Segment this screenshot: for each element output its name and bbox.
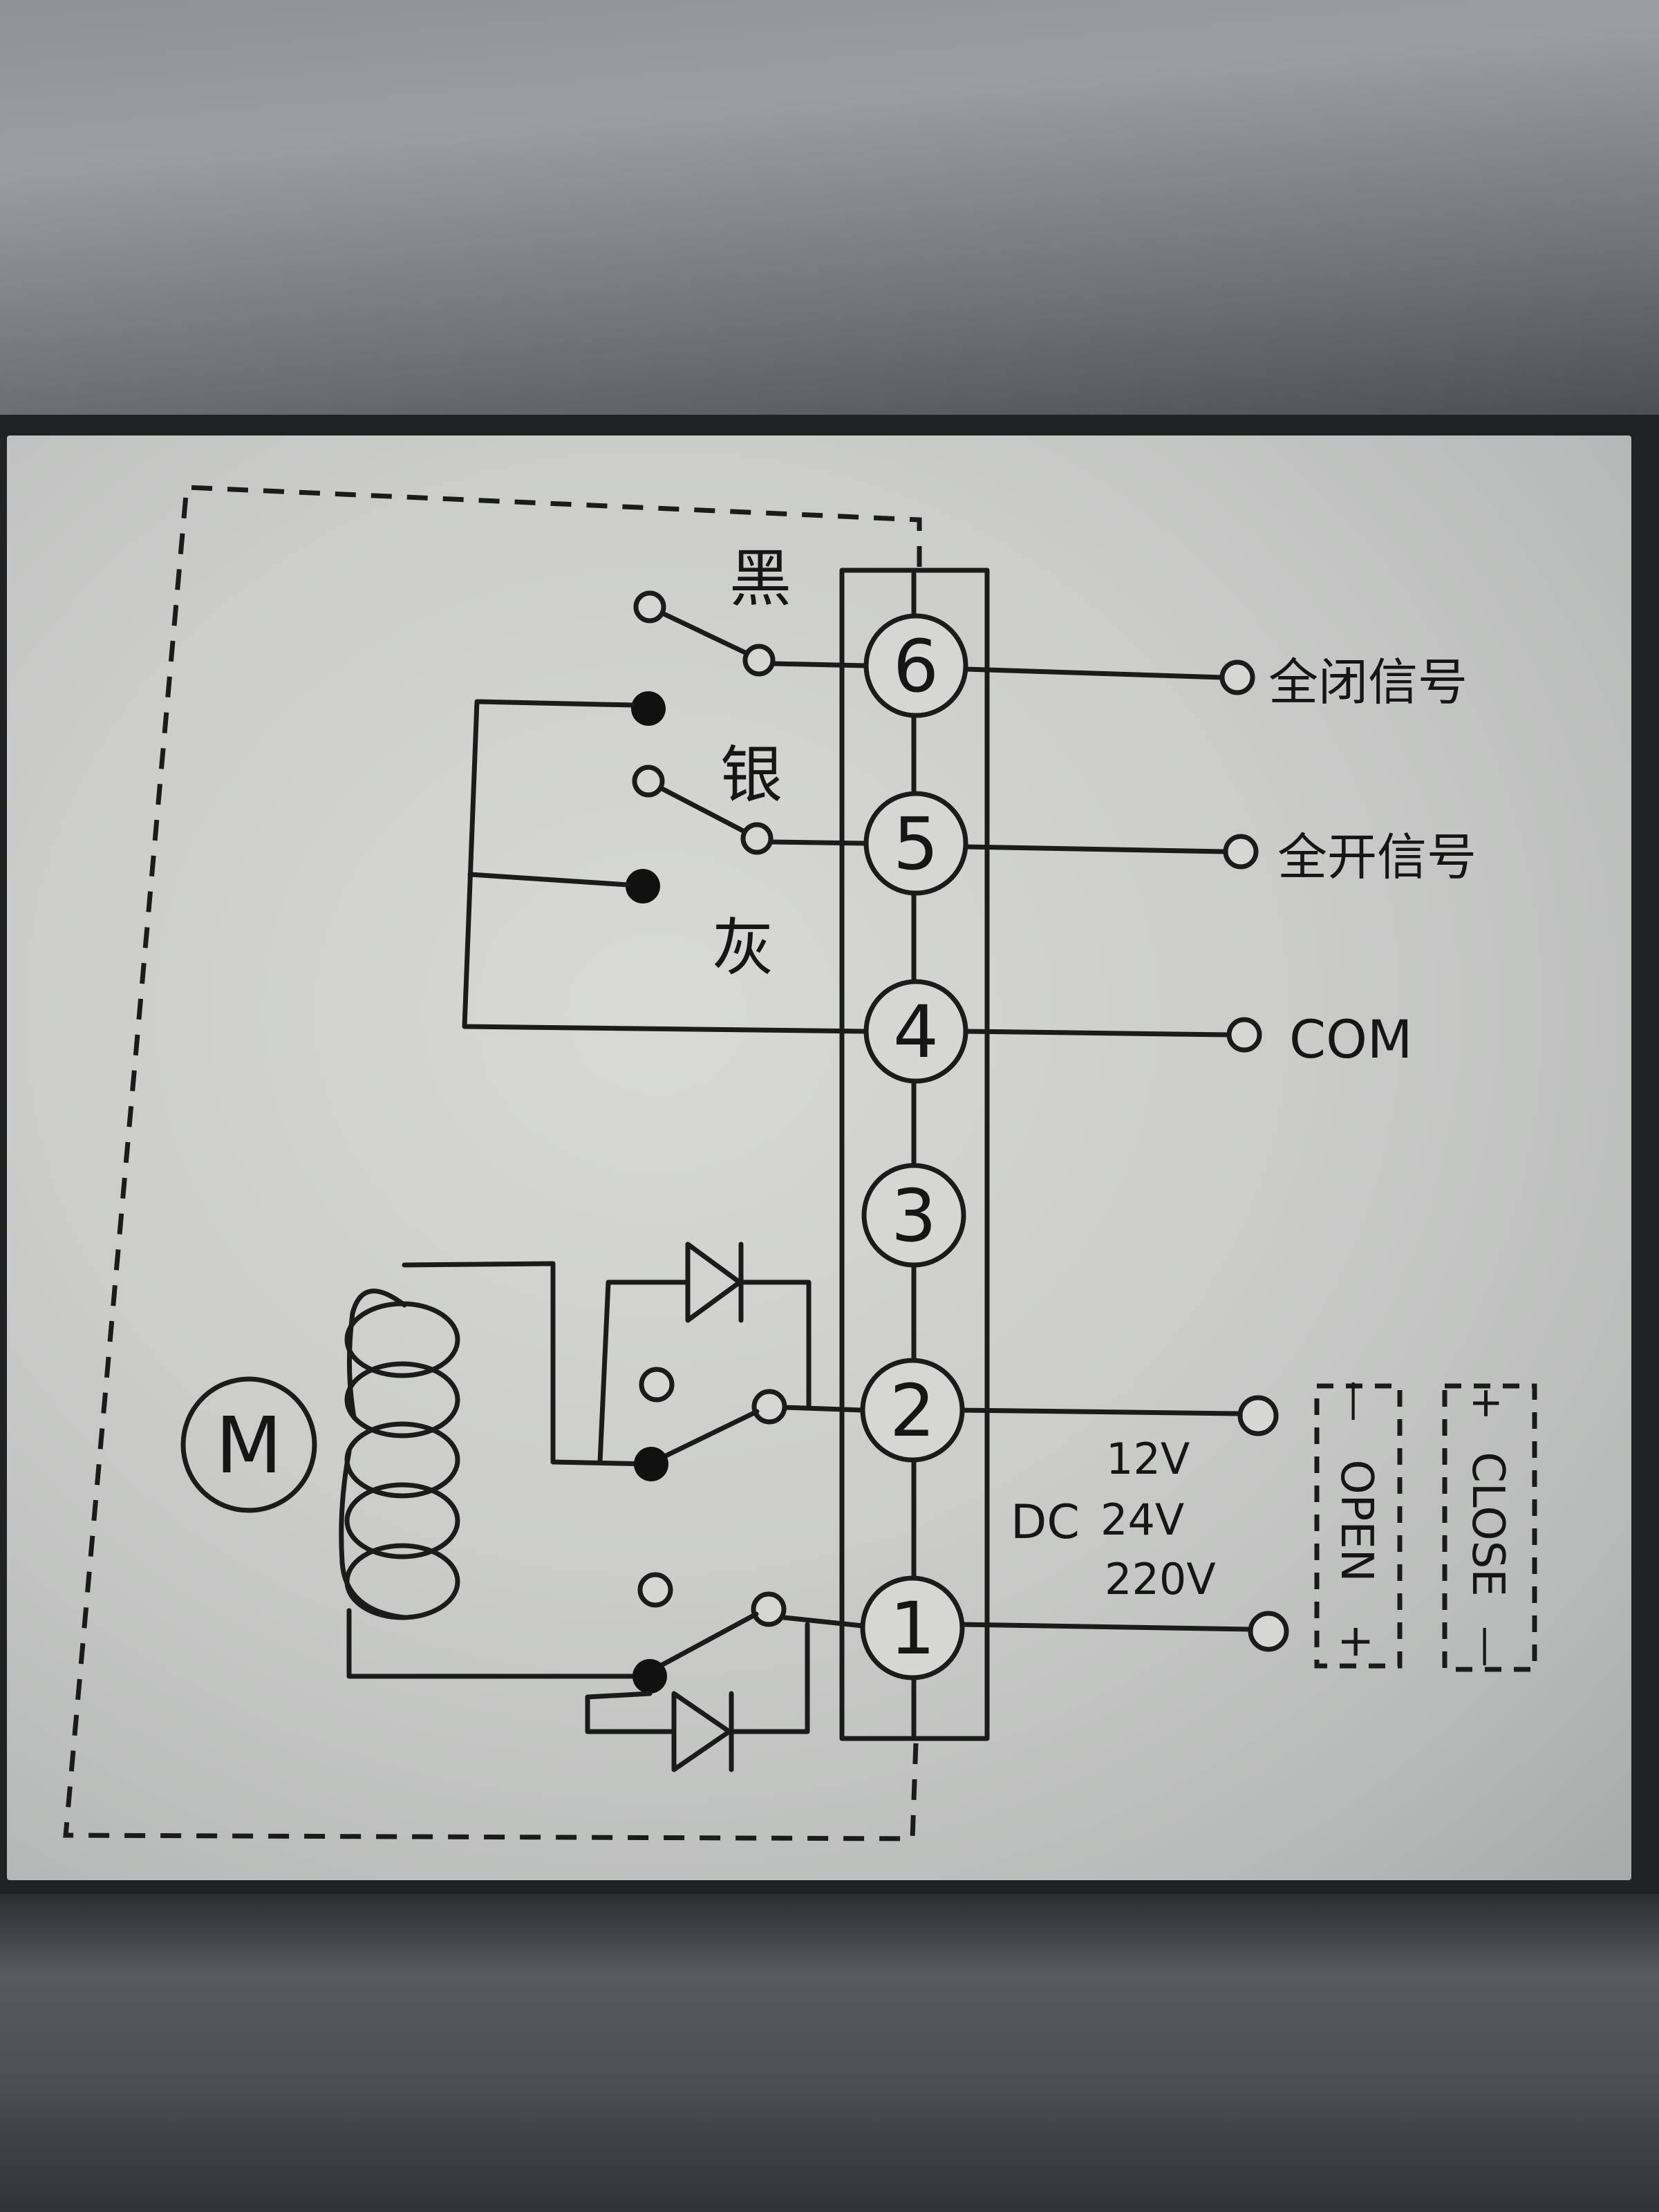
power-input-2 [959, 1395, 1279, 1436]
diode-lower [585, 1622, 810, 1772]
output-full-open [963, 834, 1259, 870]
direction-switch-open [634, 1367, 865, 1481]
label-full-close-signal: 全闭信号 [1268, 653, 1468, 711]
output-common [963, 1017, 1262, 1053]
switch-label-gray: 灰 [712, 912, 774, 984]
close-polarity-text: + CLOSE — [1462, 1386, 1513, 1667]
svg-text:2: 2 [890, 1369, 935, 1453]
svg-text:OPEN: OPEN [1331, 1459, 1382, 1582]
terminal-2: 2 [860, 1358, 965, 1463]
terminal-4: 4 [863, 979, 968, 1084]
power-input-1 [959, 1611, 1289, 1652]
close-polarity-box [1442, 1383, 1537, 1672]
common-bus [462, 699, 869, 1034]
switch-label-black: 黑 [729, 543, 791, 615]
svg-text:1: 1 [890, 1586, 935, 1671]
svg-text:3: 3 [891, 1174, 937, 1258]
common-tap [467, 872, 630, 888]
terminal-3: 3 [861, 1163, 966, 1268]
output-full-close [963, 659, 1255, 695]
svg-text:—: — [1331, 1380, 1380, 1422]
svg-text:—: — [1463, 1626, 1511, 1667]
motor-symbol: M [180, 1376, 317, 1513]
wiring-label-plate [7, 435, 1631, 1880]
enclosure-boundary [63, 485, 922, 1841]
actuator-housing-bottom [0, 1894, 1659, 2212]
svg-text:M: M [216, 1401, 283, 1491]
terminal-block [839, 568, 990, 1741]
svg-text:CLOSE: CLOSE [1462, 1452, 1513, 1597]
terminal-6: 6 [863, 613, 968, 718]
svg-text:6: 6 [893, 624, 939, 709]
open-polarity-box [1314, 1383, 1403, 1669]
voltage-220v: 220V [1105, 1554, 1216, 1604]
motor-winding [339, 1288, 460, 1620]
actuator-housing-top [0, 0, 1659, 415]
dc-label: DC [1011, 1495, 1080, 1550]
svg-text:5: 5 [893, 802, 939, 886]
voltage-24v: 24V [1100, 1494, 1184, 1545]
limit-switch-open [626, 765, 869, 903]
label-full-open-signal: 全开信号 [1277, 828, 1477, 886]
label-com: COM [1289, 1009, 1412, 1070]
open-polarity-text: — OPEN + [1331, 1380, 1382, 1660]
voltage-12v: 12V [1106, 1434, 1190, 1484]
svg-text:+: + [1331, 1623, 1382, 1660]
winding-lead-lower [346, 1608, 653, 1679]
switch-label-silver: 银 [720, 739, 782, 812]
svg-text:+: + [1463, 1386, 1511, 1421]
limit-switch-close [631, 590, 869, 726]
terminal-1: 1 [860, 1575, 965, 1680]
direction-switch-close [632, 1572, 865, 1694]
diode-upper [597, 1241, 812, 1465]
terminal-5: 5 [863, 791, 968, 896]
svg-text:4: 4 [893, 990, 939, 1074]
